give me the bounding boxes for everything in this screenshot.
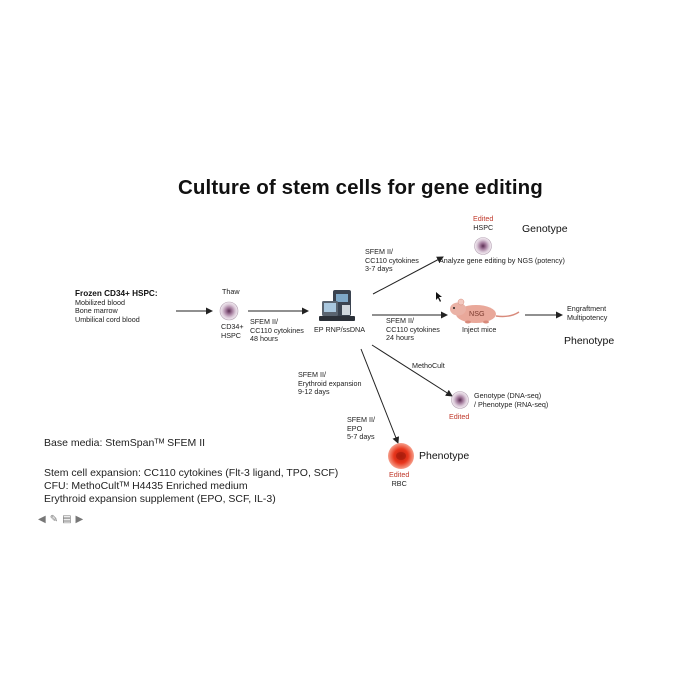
condition-line: CC110 cytokines — [250, 325, 304, 335]
edited-hspc-cell-icon — [474, 237, 492, 255]
edited-tag: Edited — [449, 412, 470, 421]
base-media-note: Base media: StemSpanᵀᴹ SFEM II — [44, 437, 206, 449]
condition-line: 5-7 days — [347, 432, 375, 442]
condition-line: 48 hours — [250, 334, 278, 344]
genotype-heading: Genotype — [522, 223, 568, 235]
branch-top-conditions: SFEM II/ CC110 cytokines 3-7 days — [365, 247, 419, 274]
condition-line: 9-12 days — [298, 387, 330, 397]
condition-line: CC110 cytokines — [365, 255, 419, 265]
supplement-notes: Stem cell expansion: CC110 cytokines (Fl… — [44, 467, 338, 506]
note-line: Erythroid expansion supplement (EPO, SCF… — [44, 493, 276, 505]
electroporator-device-icon — [319, 290, 355, 321]
inject-label: Inject mice — [462, 325, 497, 334]
cell-name: HSPC — [473, 222, 494, 232]
edited-tag: Edited — [389, 470, 410, 479]
arrow-right-icon[interactable]: ▶ — [75, 514, 84, 525]
source-item: Umbilical cord blood — [75, 314, 140, 324]
menu-icon[interactable]: ▤ — [62, 514, 72, 525]
slide-title: Culture of stem cells for gene editing — [178, 176, 543, 199]
source-heading: Frozen CD34+ HSPC: — [75, 289, 158, 298]
thaw-cell-line: HSPC — [221, 330, 241, 340]
edited-rbc-label: Edited RBC — [389, 470, 410, 488]
erythroid-conditions: SFEM II/ Erythroid expansion 9-12 days — [298, 370, 362, 397]
phenotype-bottom-heading: Phenotype — [419, 450, 470, 462]
branch-mid-conditions: SFEM II/ CC110 cytokines 24 hours — [386, 316, 440, 343]
phenotype-heading: Phenotype — [564, 335, 615, 347]
geno-pheno-block: Genotype (DNA-seq) / Phenotype (RNA-seq) — [474, 391, 549, 409]
epo-conditions: SFEM II/ EPO 5-7 days — [347, 415, 375, 442]
engraftment-block: Engraftment Multipotency — [567, 304, 608, 322]
methocult-label: MethoCult — [412, 361, 445, 370]
outcome-line: Engraftment — [567, 304, 607, 313]
nsg-label: NSG — [469, 309, 485, 318]
note-line: CFU: MethoCultᵀᴹ H4435 Enriched medium — [44, 480, 248, 492]
condition-line: CC110 cytokines — [386, 324, 440, 334]
edited-hspc-label: Edited HSPC — [473, 214, 494, 232]
condition-line: EPO — [347, 423, 363, 433]
thaw-cell-icon — [219, 301, 239, 321]
outcome-line: Genotype (DNA-seq) — [474, 391, 542, 400]
arrow-ep-to-ngs — [372, 256, 444, 295]
condition-line: SFEM II/ — [347, 415, 375, 424]
step1-conditions: SFEM II/ CC110 cytokines 48 hours — [250, 317, 304, 344]
edited-tag: Edited — [473, 214, 494, 223]
condition-line: Erythroid expansion — [298, 378, 362, 388]
outcome-line: / Phenotype (RNA-seq) — [474, 399, 549, 409]
mouse-icon — [450, 298, 520, 324]
cursor-icon — [436, 292, 442, 302]
condition-line: SFEM II/ — [298, 370, 326, 379]
methocult-cell-icon — [451, 391, 469, 409]
condition-line: SFEM II/ — [365, 247, 393, 256]
note-line: Stem cell expansion: CC110 cytokines (Fl… — [44, 467, 339, 479]
pencil-icon[interactable]: ✎ — [49, 514, 59, 525]
arrow-ep-to-methocult — [371, 344, 453, 397]
arrow-left-icon[interactable]: ◀ — [38, 514, 46, 525]
cell-name: RBC — [391, 478, 407, 488]
source-item: Bone marrow — [75, 306, 118, 316]
thaw-cell-label: CD34+ HSPC — [221, 322, 244, 340]
condition-line: 3-7 days — [365, 264, 393, 274]
slide-nav: ◀ ✎ ▤ ▶ — [38, 515, 83, 525]
condition-line: 24 hours — [386, 333, 414, 343]
thaw-cell-line: CD34+ — [221, 322, 244, 331]
condition-line: SFEM II/ — [386, 316, 414, 325]
arrow-ep-to-rbc — [360, 348, 400, 444]
outcome-line: Multipotency — [567, 312, 608, 322]
condition-line: SFEM II/ — [250, 317, 278, 326]
source-block: Frozen CD34+ HSPC: Mobilized blood Bone … — [75, 289, 158, 324]
thaw-label: Thaw — [222, 287, 240, 296]
ep-label: EP RNP/ssDNA — [314, 325, 365, 334]
source-item: Mobilized blood — [75, 297, 125, 307]
slide-background — [35, 160, 665, 540]
ngs-label: Analyze gene editing by NGS (potency) — [439, 256, 565, 265]
